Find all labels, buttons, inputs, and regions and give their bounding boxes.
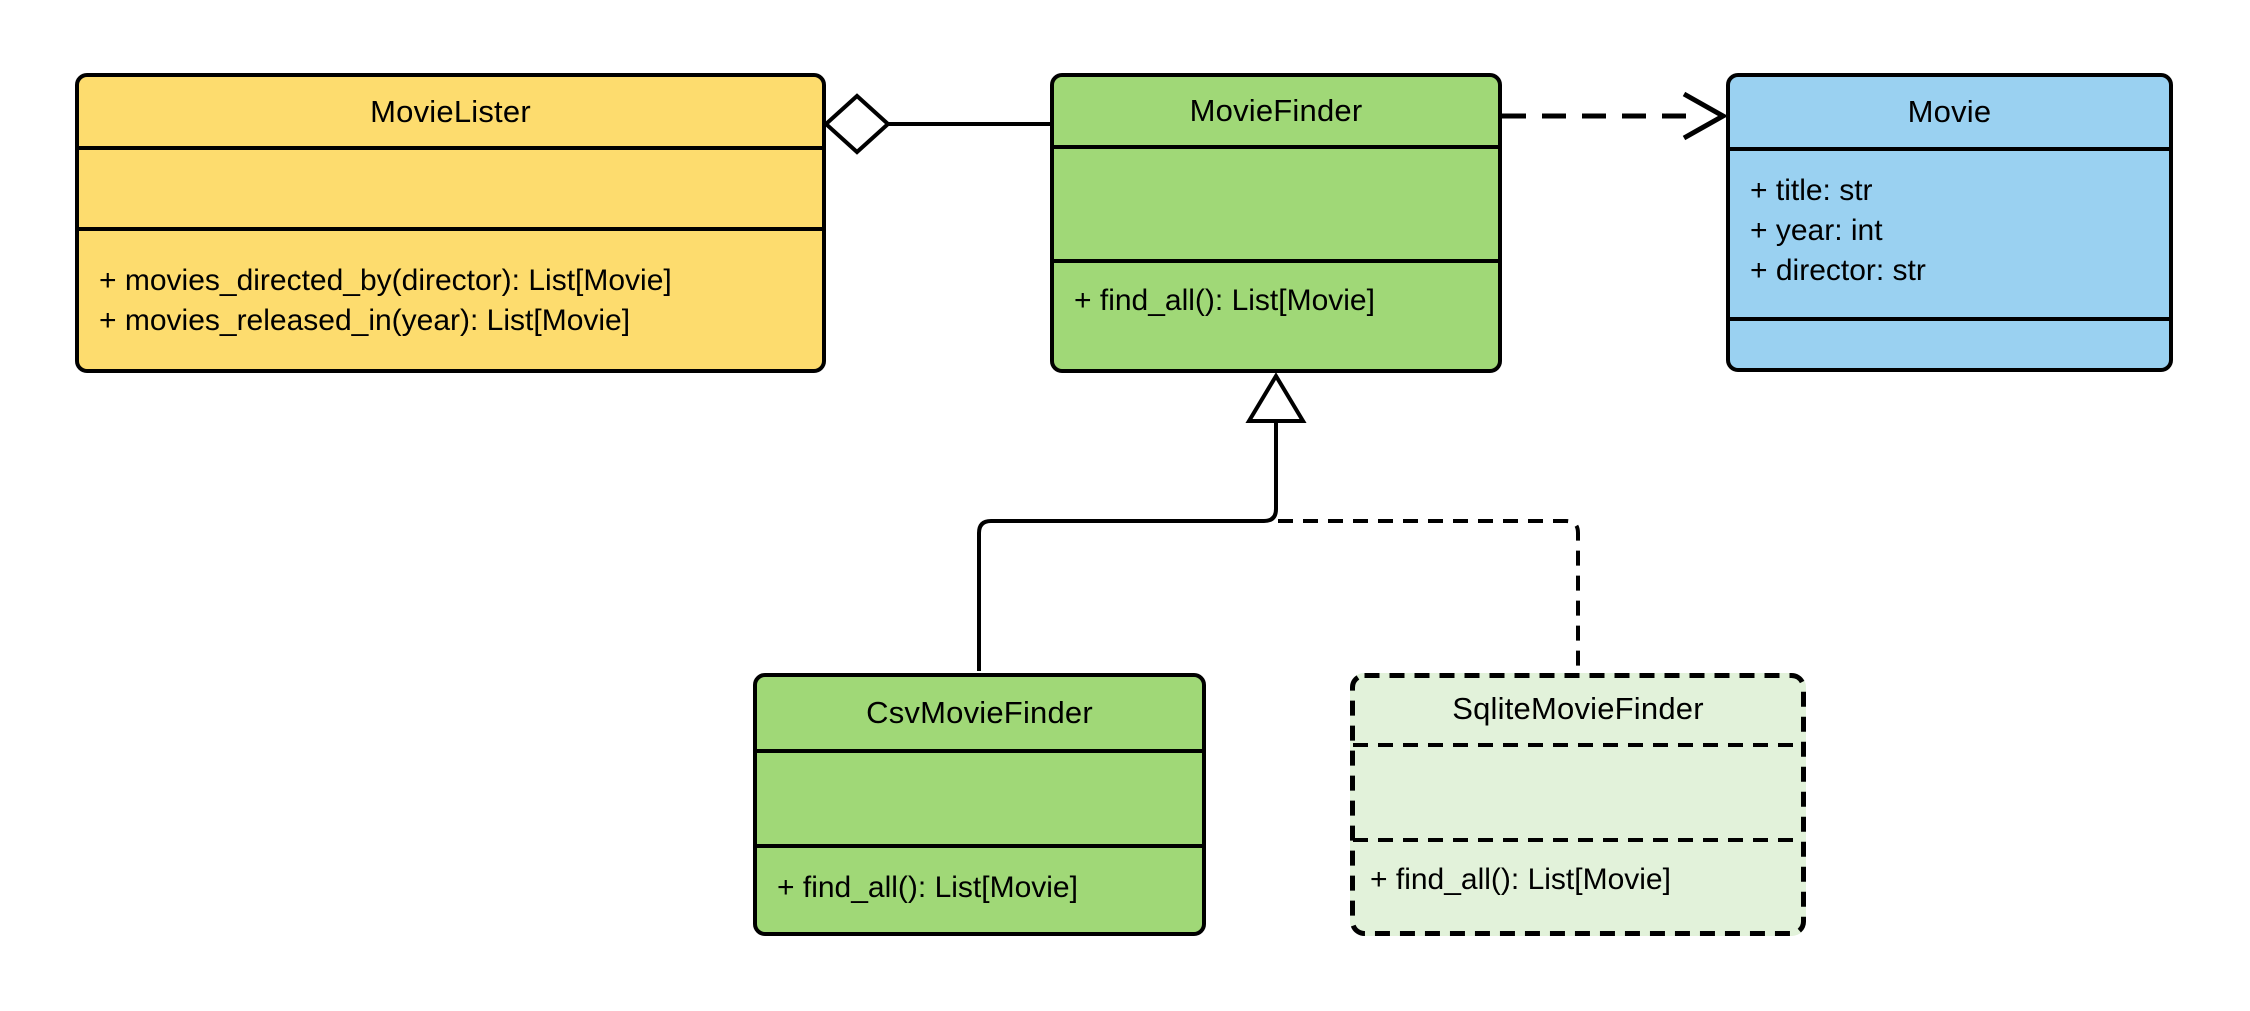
inheritance-triangle-icon bbox=[1245, 372, 1307, 423]
method-item: + find_all(): List[Movie] bbox=[1074, 284, 1375, 317]
aggregation-diamond-icon bbox=[823, 93, 891, 155]
generalization-connector-csv bbox=[977, 372, 1307, 671]
class-csvmoviefinder: CsvMovieFinder + find_all(): List[Movie] bbox=[753, 673, 1206, 936]
class-title-section: MovieFinder bbox=[1054, 77, 1498, 145]
class-movie: Movie + title: str + year: int + directo… bbox=[1726, 73, 2173, 372]
methods-section: + find_all(): List[Movie] bbox=[1350, 840, 1806, 936]
attributes-section bbox=[1350, 745, 1806, 840]
method-item: + find_all(): List[Movie] bbox=[1370, 863, 1671, 896]
class-name: Movie bbox=[1907, 94, 1992, 129]
attributes-section: + title: str + year: int + director: str bbox=[1730, 147, 2169, 317]
method-item: + movies_directed_by(director): List[Mov… bbox=[99, 264, 672, 297]
attribute-item: + year: int bbox=[1750, 214, 1883, 247]
method-item: + movies_released_in(year): List[Movie] bbox=[99, 304, 631, 337]
aggregation-connector bbox=[823, 93, 1050, 155]
methods-section: + find_all(): List[Movie] bbox=[1054, 259, 1498, 369]
methods-section: + find_all(): List[Movie] bbox=[757, 844, 1202, 932]
class-title-section: MovieLister bbox=[79, 77, 822, 146]
attribute-item: + title: str bbox=[1750, 174, 1873, 207]
class-name: MovieLister bbox=[370, 93, 531, 129]
class-movielister: MovieLister + movies_directed_by(directo… bbox=[75, 73, 826, 373]
attributes-section bbox=[757, 749, 1202, 844]
attributes-section bbox=[79, 146, 822, 227]
dependency-connector bbox=[1502, 91, 1729, 141]
class-title-section: Movie bbox=[1730, 77, 2169, 147]
generalization-connector-sqlite bbox=[1278, 519, 1580, 671]
method-item: + find_all(): List[Movie] bbox=[777, 871, 1078, 904]
methods-section bbox=[1730, 317, 2169, 368]
class-moviefinder: MovieFinder + find_all(): List[Movie] bbox=[1050, 73, 1502, 373]
class-name: MovieFinder bbox=[1189, 93, 1363, 128]
class-title-section: SqliteMovieFinder bbox=[1350, 673, 1806, 745]
methods-section: + movies_directed_by(director): List[Mov… bbox=[79, 227, 822, 369]
attributes-section bbox=[1054, 145, 1498, 259]
class-title-section: CsvMovieFinder bbox=[757, 677, 1202, 749]
class-name: CsvMovieFinder bbox=[866, 695, 1093, 730]
class-name: SqliteMovieFinder bbox=[1452, 691, 1704, 726]
class-sqlitemoviefinder: SqliteMovieFinder + find_all(): List[Mov… bbox=[1350, 673, 1806, 936]
open-arrowhead-icon bbox=[1682, 91, 1729, 141]
attribute-item: + director: str bbox=[1750, 254, 1926, 287]
